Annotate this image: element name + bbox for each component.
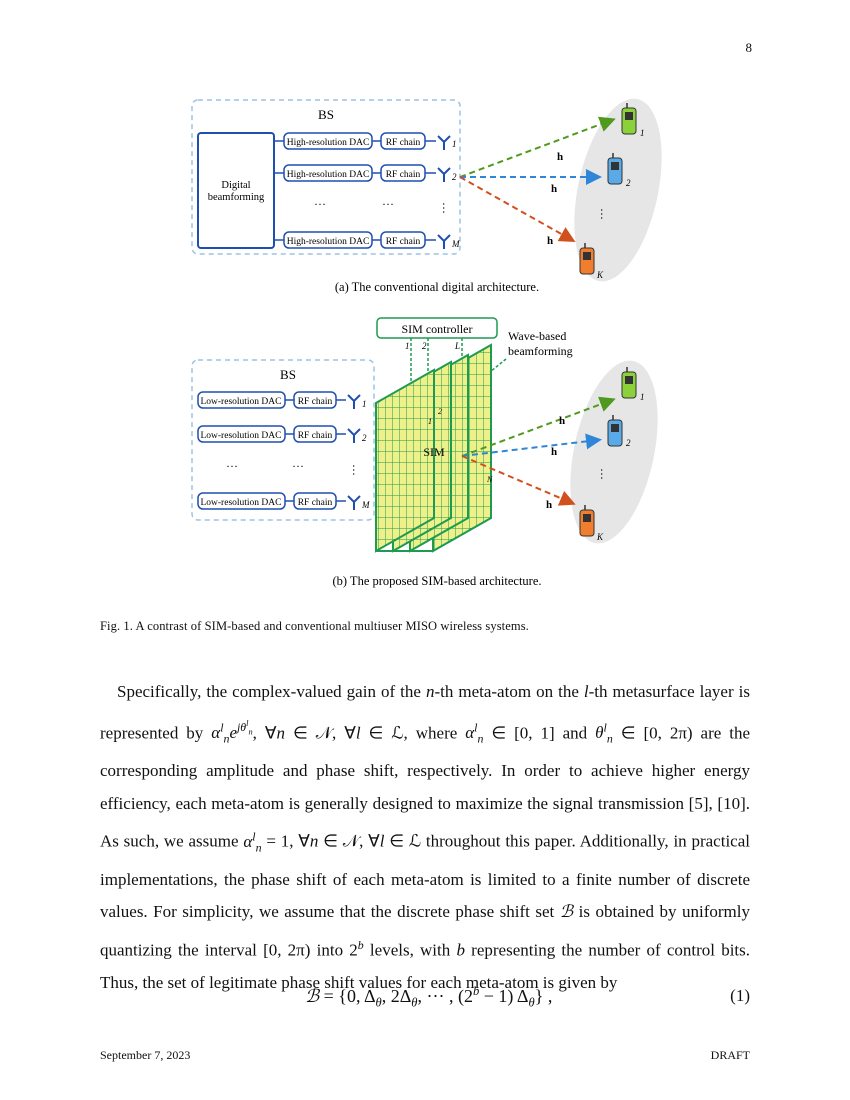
rf-label-b-2: RF chain — [298, 431, 333, 441]
caption-a: (a) The conventional digital architectur… — [335, 280, 539, 294]
user-label-1: 1 — [640, 128, 645, 138]
channel-label-k: h — [547, 235, 553, 247]
body-paragraph: Specifically, the complex-valued gain of… — [100, 682, 751, 992]
footer-date: September 7, 2023 — [100, 1048, 191, 1062]
rf-label-m: RF chain — [386, 237, 421, 247]
equation-body: ℬ = {0, Δθ, 2Δθ, ··· , (2b − 1) Δθ} , — [305, 984, 553, 1010]
sim-label: SIM — [423, 445, 445, 459]
sim-controller-label: SIM controller — [402, 322, 473, 336]
user-label-b-1: 1 — [640, 392, 645, 402]
dots-users-b: ··· — [595, 468, 609, 480]
antenna-icon-1 — [437, 135, 451, 150]
dots-rf: ··· — [382, 197, 394, 211]
digital-beamforming-block — [197, 132, 275, 249]
users-area — [574, 98, 662, 282]
channel-label-2: h — [551, 183, 557, 195]
channel-label-1: h — [557, 151, 563, 163]
antenna-icon-b-1 — [347, 394, 361, 409]
figure-caption: Fig. 1. A contrast of SIM-based and conv… — [100, 619, 529, 633]
antenna-label-1: 1 — [452, 139, 457, 149]
antenna-label-b-1: 1 — [362, 399, 367, 409]
layer-label-2: 2 — [422, 341, 427, 351]
digital-beamforming-label-1: Digital — [221, 180, 250, 191]
antenna-label-b-2: 2 — [362, 433, 367, 443]
user-label-k: K — [596, 270, 604, 280]
sim-layer-1 — [375, 368, 435, 553]
atom-label-2: 2 — [438, 407, 442, 416]
rf-label-b-1: RF chain — [298, 397, 333, 407]
panel-a: BS Digital beamforming High-resolution D… — [191, 98, 662, 282]
sim-controller-block — [376, 317, 498, 339]
text-run: representing the number of control bits.… — [100, 940, 751, 992]
channel-arrow-1 — [459, 116, 616, 178]
caption-b: (b) The proposed SIM-based architecture. — [332, 574, 541, 588]
dac-label-1: High-resolution DAC — [287, 138, 370, 148]
low-dac-label-2: Low-resolution DAC — [200, 431, 281, 441]
dots-low-dac: ··· — [226, 459, 238, 473]
user-label-b-2: 2 — [626, 438, 631, 448]
phone-icon-b-k — [579, 505, 595, 537]
layer-label-l: L — [454, 341, 460, 351]
page-number: 8 — [745, 40, 753, 55]
user-label-b-k: K — [596, 532, 604, 542]
wave-label-1: Wave-based — [508, 329, 566, 343]
dots-antenna-b: ··· — [347, 464, 361, 476]
figure-1: BS Digital beamforming High-resolution D… — [191, 98, 662, 588]
text-run: -th metasurface layer is represented by — [100, 682, 750, 743]
antenna-icon-b-m — [347, 495, 361, 510]
dac-label-2: High-resolution DAC — [287, 170, 370, 180]
digital-beamforming-label-2: beamforming — [208, 192, 265, 203]
antenna-icon-m — [437, 234, 451, 249]
text-run: levels, with — [363, 940, 457, 960]
sim-metasurface-stack — [375, 343, 492, 553]
antenna-label-b-m: M — [361, 500, 370, 510]
bs-label: BS — [318, 107, 334, 122]
rf-label-1: RF chain — [386, 138, 421, 148]
low-dac-label-m: Low-resolution DAC — [200, 498, 281, 508]
bs-frame-b — [191, 359, 375, 521]
panel-b: BS Low-resolution DAC RF chain 1 Low-res… — [191, 317, 658, 553]
channel-arrow-b-1 — [461, 396, 616, 457]
text-run: throughout this paper. Additionally, in … — [100, 831, 750, 922]
text-run: -th meta-atom on the — [434, 682, 584, 701]
channel-label-b-1: h — [559, 415, 565, 427]
users-area-b — [570, 360, 658, 544]
user-label-2: 2 — [626, 178, 631, 188]
text-run: Specifically, the complex-valued gain of… — [117, 682, 426, 701]
phone-icon-k — [579, 243, 595, 275]
phone-icon-1 — [621, 103, 637, 135]
phone-icon-b-1 — [621, 367, 637, 399]
bs-label-b: BS — [280, 367, 296, 382]
text-run: are the corresponding amplitude and phas… — [100, 723, 751, 851]
text-run: into — [310, 940, 350, 960]
dots-antenna: ··· — [437, 202, 451, 214]
channel-arrow-b-2 — [461, 433, 602, 457]
dots-users: ··· — [595, 208, 609, 220]
channel-arrow-k — [459, 176, 576, 242]
antenna-label-m: M — [451, 239, 460, 249]
phone-icon-2 — [607, 153, 623, 185]
text-run: is obtained by uniformly quantizing the … — [100, 902, 750, 960]
phone-icon-b-2 — [607, 415, 623, 447]
channel-label-b-2: h — [551, 446, 557, 458]
rf-label-2: RF chain — [386, 170, 421, 180]
antenna-icon-b-2 — [347, 428, 361, 443]
dots-dac: ··· — [314, 197, 326, 211]
atom-label-n: N — [486, 475, 493, 484]
equation-number: (1) — [730, 986, 750, 1005]
channel-label-b-k: h — [546, 499, 552, 511]
wave-label-2: beamforming — [508, 344, 573, 358]
low-dac-label-1: Low-resolution DAC — [200, 397, 281, 407]
footer-status: DRAFT — [710, 1048, 750, 1062]
dots-rf-b: ··· — [292, 459, 304, 473]
antenna-icon-2 — [437, 167, 451, 182]
dac-label-m: High-resolution DAC — [287, 237, 370, 247]
text-run: , where — [403, 723, 466, 743]
text-run: and — [554, 723, 596, 743]
layer-label-1: 1 — [405, 341, 410, 351]
antenna-label-2: 2 — [452, 172, 457, 182]
atom-label-1: 1 — [428, 417, 432, 426]
rf-label-b-m: RF chain — [298, 498, 333, 508]
